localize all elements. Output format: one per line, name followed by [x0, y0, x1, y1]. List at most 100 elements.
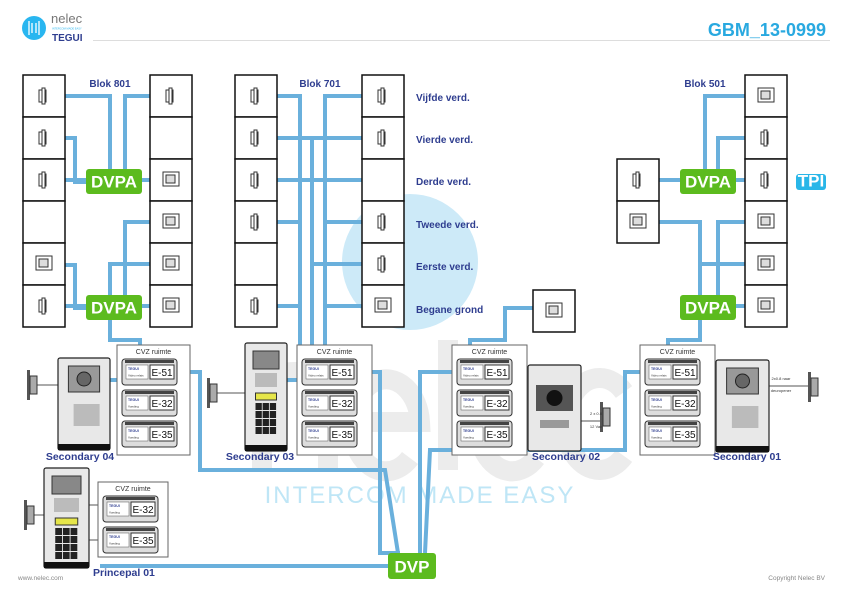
module-label-plate	[305, 395, 329, 411]
secondary-02-label: Secondary 02	[532, 451, 600, 463]
module-code-plate	[672, 395, 698, 411]
module-brand: TEGUI	[463, 429, 474, 433]
module-code-plate	[149, 395, 175, 411]
dvpa-distributor	[680, 295, 736, 320]
video-monitor-icon	[757, 297, 775, 313]
module-label-plate	[305, 364, 329, 380]
cable	[190, 370, 400, 554]
floor-label: Begane grond	[416, 305, 483, 316]
module-terminals	[305, 360, 354, 363]
module-subtitle: Voeding	[308, 405, 319, 409]
tpi-box	[796, 174, 826, 190]
monitor-screen	[38, 258, 49, 268]
video-monitor-icon	[162, 171, 180, 187]
camera-icon	[735, 373, 750, 389]
video-monitor-icon	[757, 255, 775, 271]
video-monitor-icon	[757, 213, 775, 229]
module-label-plate	[305, 426, 329, 442]
module-subtitle: Voeding	[651, 405, 662, 409]
dvp-distributor	[388, 553, 436, 579]
dvpa-distributor-label: DVPA	[91, 173, 137, 192]
dvpa-distributor-label: DVPA	[91, 299, 137, 318]
handset-receiver	[253, 213, 258, 231]
handset-icon	[250, 213, 259, 231]
cvz-room-label: CVZ ruimte	[472, 349, 508, 356]
dvpa-distributor-label: DVPA	[685, 173, 731, 192]
keypad-key	[255, 403, 262, 410]
door-panel	[244, 342, 288, 452]
dvpa-distributor	[86, 295, 142, 320]
keypad-key	[70, 544, 78, 551]
nelec-logo: nelec INTERCOM MADE EASY TEGUI	[22, 11, 83, 44]
module-code-plate	[484, 364, 510, 380]
monitor-screen	[760, 90, 771, 100]
module-terminals	[106, 528, 155, 531]
secondary-03-label: Secondary 03	[226, 451, 294, 463]
module-subtitle: Video relais	[128, 374, 144, 378]
module-terminals	[648, 360, 697, 363]
module-code-plate	[672, 364, 698, 380]
handset-receiver	[763, 171, 768, 189]
tpi-box-label: TPI	[798, 171, 824, 190]
video-monitor-icon	[35, 255, 53, 271]
video-monitor-icon	[162, 255, 180, 271]
module-label-plate	[125, 426, 149, 442]
module-code: E-32	[151, 399, 173, 410]
keypad-key	[62, 536, 70, 543]
module-subtitle: Voeding	[109, 542, 120, 546]
monitor-screen	[632, 216, 643, 226]
cable	[716, 136, 745, 170]
camera-icon	[546, 390, 563, 406]
module-subtitle: Voeding	[109, 511, 120, 515]
module-terminals	[125, 422, 174, 425]
speaker-grille	[540, 420, 569, 428]
module-brand: TEGUI	[651, 367, 662, 371]
module-code: E-35	[674, 430, 696, 441]
handset-receiver	[168, 87, 173, 105]
keypad-key	[269, 427, 277, 434]
panel-footer	[245, 445, 287, 451]
handset-receiver	[41, 171, 46, 189]
keypad-key	[55, 552, 62, 559]
keypad-key	[62, 528, 70, 535]
block-701-label: Blok 701	[299, 79, 341, 90]
lock-body	[602, 407, 611, 427]
module-brand: TEGUI	[308, 398, 319, 402]
handset-icon	[377, 87, 386, 105]
module-subtitle: Voeding	[128, 405, 139, 409]
module-code-plate	[484, 426, 510, 442]
module-code: E-32	[674, 399, 696, 410]
handset-icon	[377, 213, 386, 231]
module-terminals	[648, 391, 697, 394]
floor-label: Tweede verd.	[416, 220, 479, 231]
door-lock-icon	[27, 370, 38, 400]
handset-icon	[38, 129, 47, 147]
module-label-plate	[460, 364, 484, 380]
keypad-key	[269, 419, 277, 426]
module-terminals	[305, 422, 354, 425]
camera-icon	[76, 371, 92, 387]
panel-footer	[716, 446, 769, 452]
document-title: GBM_13-0999	[708, 20, 826, 40]
module-terminals	[125, 391, 174, 394]
keypad-key	[70, 536, 78, 543]
module-brand: TEGUI	[128, 367, 139, 371]
apartment-unit	[22, 116, 66, 160]
handset-receiver	[380, 87, 385, 105]
cvz-room-label: CVZ ruimte	[115, 486, 151, 493]
video-monitor-icon	[629, 213, 647, 229]
module-terminals	[305, 391, 354, 394]
labels: Blok 801 Blok 701 Blok 501 Vijfde verd. …	[17, 79, 826, 582]
cable	[323, 94, 362, 362]
door-panel	[57, 357, 111, 451]
module-brand: TEGUI	[651, 429, 662, 433]
handset-receiver	[380, 255, 385, 273]
